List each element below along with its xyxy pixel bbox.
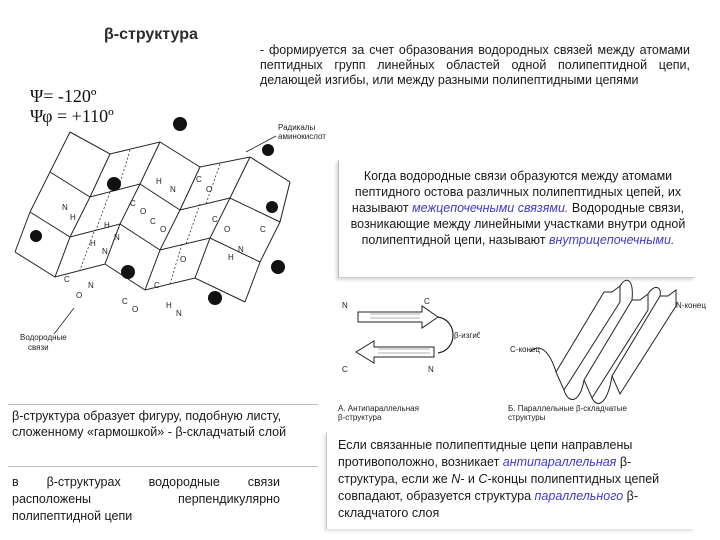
direction-box — [326, 432, 695, 529]
svg-text:C: C — [150, 217, 156, 226]
svg-text:N: N — [102, 247, 108, 256]
parallel-figure: N-конец С-конец — [510, 279, 706, 404]
parallel-n-end: N-конец — [676, 301, 706, 310]
slide-title: β-структура — [104, 26, 198, 43]
svg-text:O: O — [140, 207, 146, 216]
svg-text:H: H — [156, 177, 162, 186]
svg-text:H: H — [70, 213, 76, 222]
beta-turn-label: β-изгиб — [454, 331, 480, 340]
anti-c-bottom: C — [342, 365, 348, 374]
svg-text:C: C — [130, 199, 136, 208]
svg-text:O: O — [132, 305, 138, 314]
parallel-term: параллельного — [534, 489, 624, 503]
svg-text:C: C — [64, 275, 70, 284]
separator-middle — [8, 466, 318, 467]
svg-text:O: O — [224, 225, 230, 234]
interchain-term: межцепочечными связями. — [412, 201, 569, 215]
svg-text:H: H — [228, 253, 234, 262]
intrachain-term: внутрицепочечными. — [548, 233, 675, 247]
svg-text:H: H — [104, 221, 110, 230]
svg-text:O: O — [76, 291, 82, 300]
hbond-types-box — [338, 160, 695, 278]
radical-spheres — [30, 117, 285, 305]
svg-text:N: N — [88, 281, 94, 290]
svg-text:C: C — [122, 297, 128, 306]
phi-angle: Ψφ = +110º — [30, 106, 114, 126]
radicals-label: Радикалы — [278, 123, 315, 132]
atom-labels: H N C O H N C O H N C O N H C O C N H O … — [62, 175, 266, 318]
psi-angle: Ψ= -120º — [30, 86, 97, 106]
antiparallel-term: антипараллельная — [502, 455, 617, 469]
svg-text:H: H — [90, 239, 96, 248]
anti-n-top: N — [342, 301, 348, 310]
svg-text:O: O — [206, 185, 212, 194]
svg-text:C: C — [196, 175, 202, 184]
anti-n-bottom: N — [428, 365, 434, 374]
parallel-c-end: С-конец — [510, 345, 540, 354]
antiparallel-caption: А. Антипараллельная β-структура — [338, 404, 419, 422]
svg-text:N: N — [238, 245, 244, 254]
definition-paragraph: - формируется за счет образования водоро… — [260, 43, 690, 87]
svg-text:N: N — [114, 233, 120, 242]
svg-text:N: N — [62, 203, 68, 212]
antiparallel-figure: N C C N β-изгиб — [342, 297, 480, 374]
backbone-lines — [14, 131, 291, 303]
svg-text:C: C — [154, 281, 160, 290]
svg-text:C: C — [260, 225, 266, 234]
anti-c-top: C — [424, 297, 430, 306]
hbond-types-text: Когда водородные связи образуются между … — [350, 169, 686, 247]
direction-paragraph: Если связанные полипептидные цепи направ… — [338, 438, 660, 520]
hydrogen-bond-lines — [79, 149, 221, 285]
parallel-caption: Б. Параллельные β-складчатые структуры — [508, 404, 627, 422]
svg-text:H: H — [166, 301, 172, 310]
hbonds-label: Водородные — [20, 333, 67, 342]
radicals-label-2: аминокислот — [278, 132, 326, 141]
svg-text:N: N — [176, 309, 182, 318]
beta-sheet-molecular-figure: H N C O H N C O H N C O N H C O C N H O … — [14, 117, 326, 352]
svg-text:O: O — [160, 225, 166, 234]
sheet-description: β-структура образует фигуру, подобную ли… — [12, 409, 287, 439]
svg-text:C: C — [212, 215, 218, 224]
hbonds-label-2: связи — [28, 343, 49, 352]
hbond-orientation: в β-структурах водородные связи располож… — [12, 475, 280, 523]
svg-text:O: O — [180, 255, 186, 264]
separator-top — [8, 404, 318, 405]
svg-text:N: N — [170, 185, 176, 194]
